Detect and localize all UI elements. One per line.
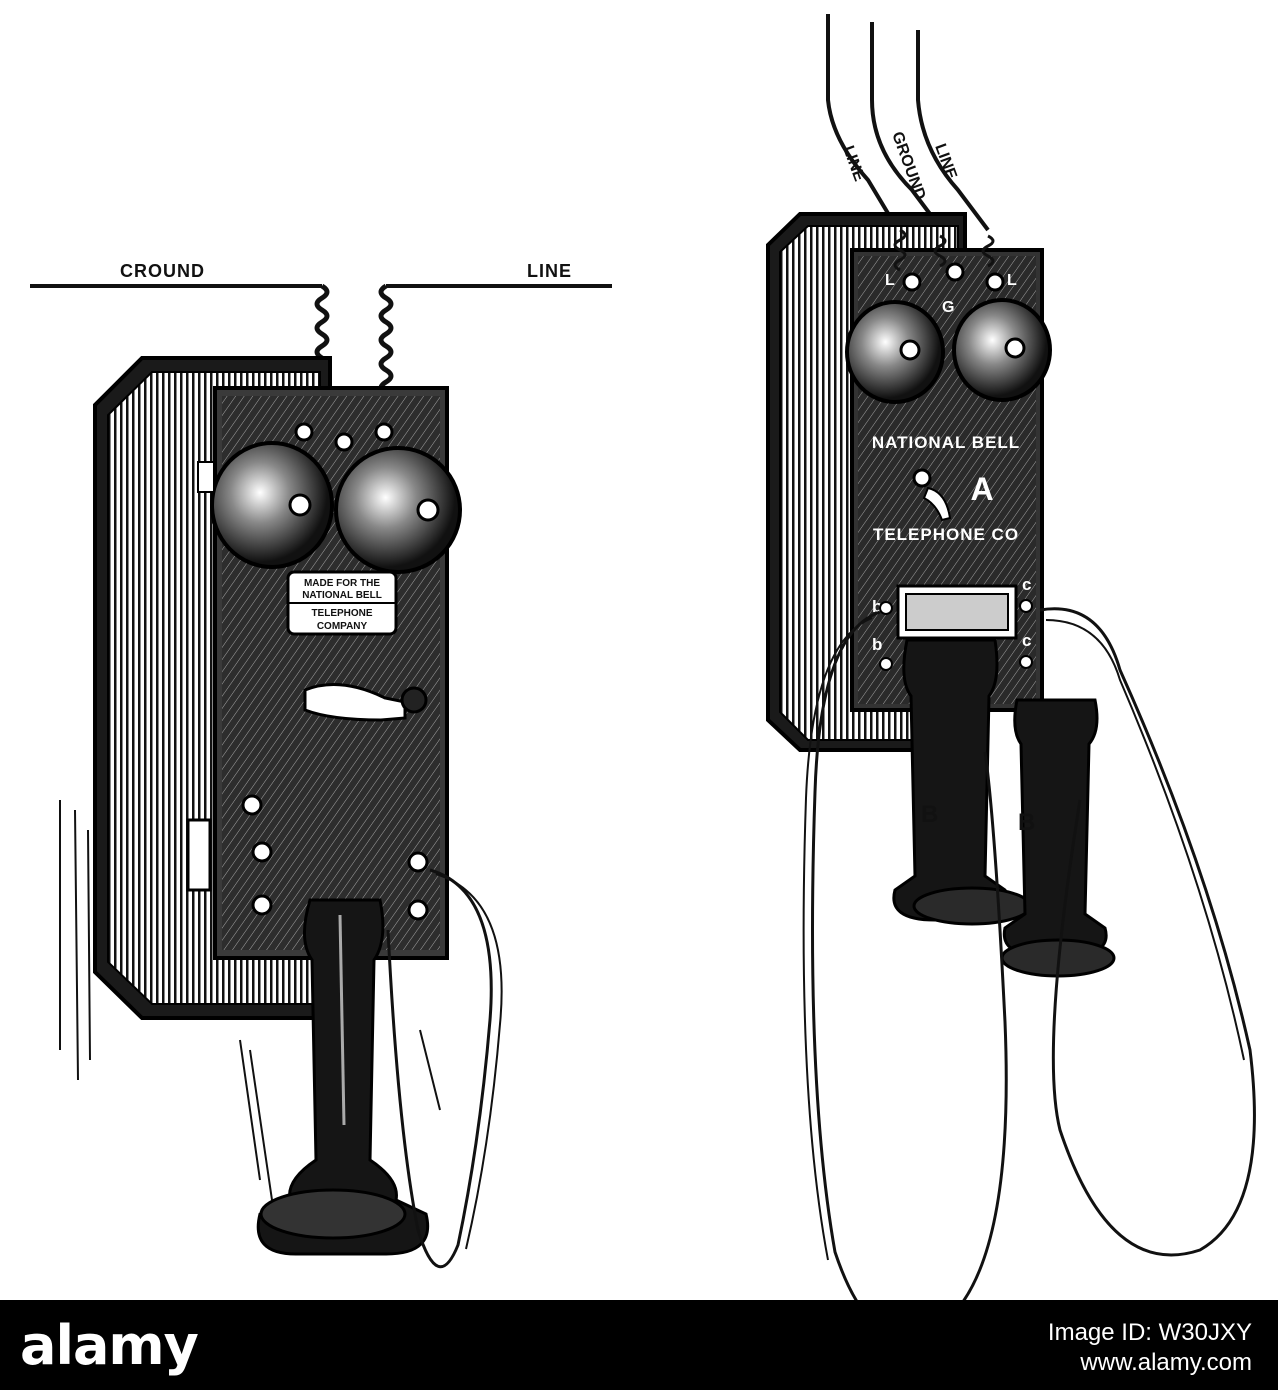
ground-wire-label: CROUND <box>120 261 205 281</box>
terminal-label-b1: b <box>872 597 882 616</box>
watermark-footer: alamy Image ID: W30JXY www.alamy.com <box>0 1300 1278 1390</box>
right-bell-1 <box>845 300 945 404</box>
receiver-label-1: B <box>921 801 938 828</box>
right-cord-2 <box>1039 607 1256 1257</box>
right-cord-1 <box>811 610 1008 1300</box>
right-bell-2 <box>952 298 1052 402</box>
terminal-label-c2: c <box>1022 631 1031 650</box>
left-bell-2 <box>334 446 462 574</box>
plate-line-3: TELEPHONE <box>311 608 372 619</box>
wall-hatching <box>59 800 441 1201</box>
left-bell-1 <box>210 441 334 569</box>
plate-line-2: NATIONAL BELL <box>302 590 382 601</box>
terminal-label-b2: b <box>872 635 882 654</box>
wire-label-line-1: LINE <box>839 144 868 184</box>
left-cord <box>386 868 493 1269</box>
receiver-label-2: B <box>1018 809 1035 836</box>
image-id: Image ID: W30JXY <box>1047 1319 1252 1346</box>
wire-line-2 <box>916 30 990 232</box>
post-label-l2: L <box>1007 272 1017 289</box>
plate-line-1: MADE FOR THE <box>304 578 380 589</box>
footer-ids: Image ID: W30JXY www.alamy.com <box>1048 1318 1252 1378</box>
brand-bottom: TELEPHONE CO <box>873 525 1019 544</box>
brand-top: NATIONAL BELL <box>872 433 1020 452</box>
wire-line-1 <box>826 14 900 232</box>
wire-ground <box>870 22 944 232</box>
line-wire-label: LINE <box>527 261 572 281</box>
site-url: www.alamy.com <box>1080 1349 1252 1376</box>
post-label-g: G <box>942 299 954 316</box>
right-telephone: LINE GROUND LINE L G L NATIONAL BELL A T… <box>766 14 1256 1300</box>
right-crank <box>922 486 952 522</box>
brand-letter: A <box>970 471 993 507</box>
terminal-label-c1: c <box>1022 575 1031 594</box>
alamy-logo: alamy <box>20 1314 199 1377</box>
left-telephone: CROUND LINE MADE FOR THE NATIONAL BELL T… <box>30 261 612 1269</box>
post-label-l1: L <box>885 272 895 289</box>
telephone-illustration: CROUND LINE MADE FOR THE NATIONAL BELL T… <box>30 14 1256 1300</box>
plate-line-4: COMPANY <box>317 621 368 632</box>
